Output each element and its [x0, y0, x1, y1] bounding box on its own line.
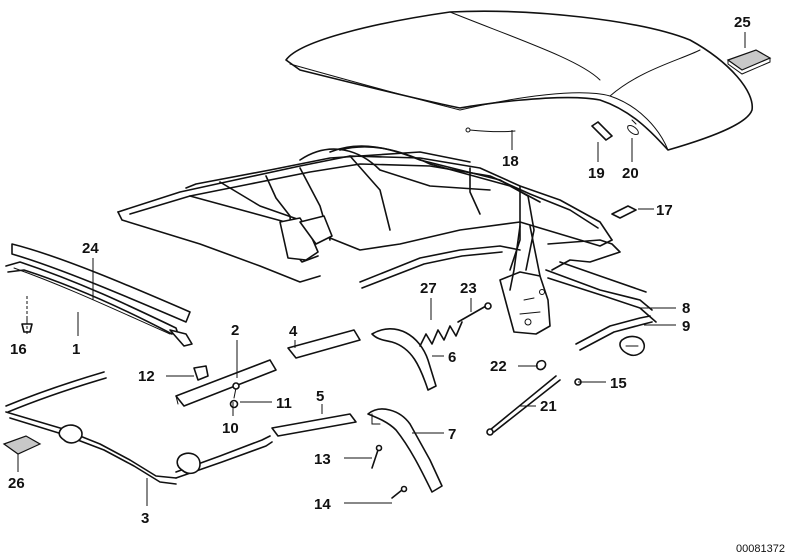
callout-24: 24: [82, 240, 99, 257]
callout-3: 3: [141, 510, 149, 527]
seal-strip-5: [271, 413, 357, 437]
callout-25: 25: [734, 14, 751, 31]
screw-10: [229, 399, 239, 409]
callout-17: 17: [656, 202, 673, 219]
small-parts-19-20: [591, 119, 639, 141]
drawing-code: 00081372: [736, 543, 785, 555]
callout-23: 23: [460, 280, 477, 297]
callout-2: 2: [231, 322, 239, 339]
callout-4: 4: [289, 323, 298, 340]
callout-26: 26: [8, 475, 25, 492]
roof-frame-linkage: [117, 145, 657, 335]
callout-16: 16: [10, 341, 27, 358]
callout-22: 22: [490, 358, 507, 375]
callout-20: 20: [622, 165, 639, 182]
callout-15: 15: [610, 375, 627, 392]
front-frame-1: [5, 261, 193, 347]
side-rails-8-9: [575, 315, 653, 357]
callout-8: 8: [682, 300, 690, 317]
front-seal-24: [11, 243, 191, 323]
leader-lines: [17, 32, 746, 506]
screw-11: [232, 382, 240, 399]
screw-14: [391, 485, 408, 499]
bolt-23: [457, 302, 492, 323]
seal-arc-6: [371, 328, 437, 391]
screw-16: [21, 317, 33, 333]
callout-6: 6: [448, 349, 456, 366]
callout-11: 11: [276, 395, 292, 412]
callout-10: 10: [222, 420, 239, 437]
seal-arc-7: [367, 408, 443, 493]
callout-14: 14: [314, 496, 331, 513]
callout-1: 1: [72, 341, 80, 358]
callout-13: 13: [314, 451, 331, 468]
label-plate-17: [611, 205, 637, 219]
lower-rail-3: [5, 371, 273, 485]
callout-21: 21: [540, 398, 557, 415]
callout-19: 19: [588, 165, 605, 182]
callout-18: 18: [502, 153, 519, 170]
callout-5: 5: [316, 388, 324, 405]
clip-22: [535, 359, 547, 371]
callout-27: 27: [420, 280, 437, 297]
seal-strip-4: [287, 329, 361, 359]
callout-12: 12: [138, 368, 155, 385]
seal-strip-2: [175, 359, 277, 407]
callout-7: 7: [448, 426, 456, 443]
callout-9: 9: [682, 318, 690, 335]
spring-27: [419, 321, 463, 347]
patch-piece-25: [726, 49, 772, 75]
seal-piece-26: [2, 435, 42, 455]
clip-12: [193, 365, 209, 381]
screw-13: [371, 444, 383, 469]
callout-labels: 1 2 3 4 5 6 7 8 9 10 11 12 13 14 15 16 1…: [8, 14, 785, 555]
soft-top-cover: [285, 10, 753, 151]
